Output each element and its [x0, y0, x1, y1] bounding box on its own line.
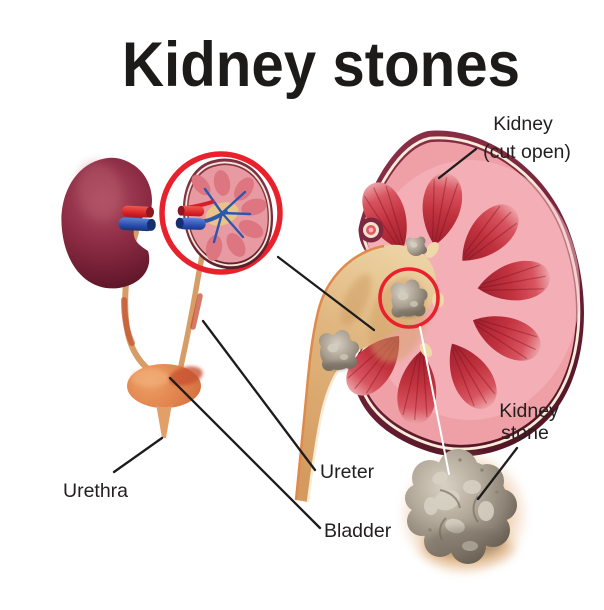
kidney-stone-small — [405, 236, 427, 256]
magnifier-circle — [159, 151, 283, 275]
urethra-leader-line — [112, 436, 164, 474]
kidney-stone-lower — [319, 330, 359, 371]
label-kidney-stone-line1: Kidney — [499, 400, 559, 422]
label-ureter: Ureter — [320, 461, 375, 483]
urethra-illustration — [155, 404, 173, 438]
hilum-curl — [358, 217, 384, 243]
kidney-cut-open-leader-line — [437, 147, 478, 180]
large-kidney-illustration — [294, 130, 584, 503]
label-bladder: Bladder — [324, 520, 392, 542]
kidney-stone-closeup — [400, 449, 528, 574]
bladder-illustration — [127, 364, 203, 438]
magnifier-leader-line — [276, 255, 376, 332]
bladder-leader-line — [168, 376, 322, 530]
kidney-stone-leader-line — [476, 446, 519, 501]
urinary-system-illustration — [61, 151, 283, 438]
stone-highlight-circle — [378, 267, 440, 329]
left-kidney-illustration — [61, 157, 152, 289]
label-kidney-cut-open-line2: (cut open) — [483, 141, 571, 163]
page-title: Kidney stones — [122, 30, 520, 100]
stone-light-patches — [424, 471, 494, 551]
inset-kidney-illustration — [175, 158, 274, 270]
label-kidney-stone-line2: stone — [501, 422, 549, 444]
kidney-stone-circled — [390, 279, 428, 318]
ureter-leader-line — [201, 319, 317, 472]
label-kidney-cut-open-line1: Kidney — [493, 113, 553, 135]
renal-vessels — [118, 205, 156, 232]
label-urethra: Urethra — [63, 480, 128, 502]
right-ureter-illustration — [178, 235, 209, 369]
stone-zoom-line — [419, 326, 450, 475]
